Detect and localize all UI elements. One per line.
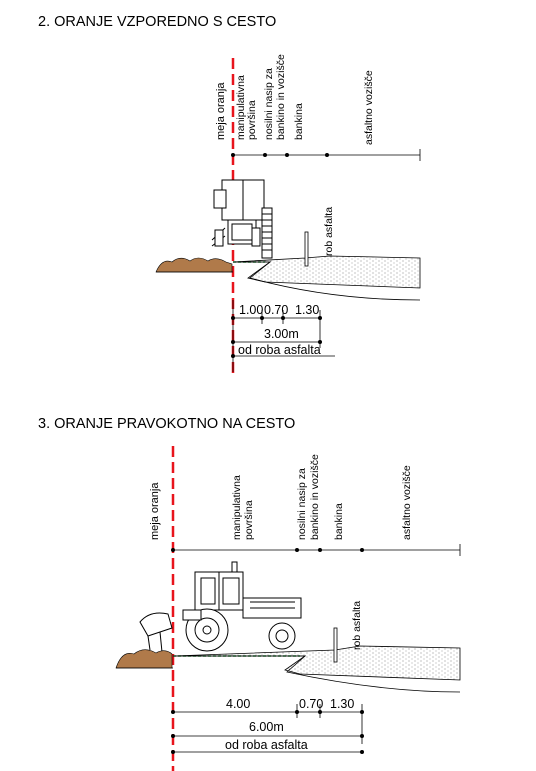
section3-label-shoulder: bankina [333, 503, 345, 540]
section2-plowed-soil [155, 257, 233, 273]
section3-label-embank-1: nosilni nasip za [296, 468, 308, 540]
section2-label-shoulder: bankina [293, 103, 305, 140]
section3-dim-2: 0.70 [299, 697, 323, 711]
section3-label-embank-2: bankino in vozišče [309, 454, 321, 540]
section3-dim-3: 1.30 [330, 697, 354, 711]
section3-dim-from: od roba asfalta [225, 738, 308, 752]
section2-dim-total: 3.00m [264, 327, 299, 341]
section2-diagram: meja oranja manipulativna površina nosil… [155, 54, 421, 378]
section2-dim-2: 0.70 [264, 303, 288, 317]
section2-tractor [211, 179, 273, 259]
section2-dim-from: od roba asfalta [238, 343, 321, 357]
section3-label-edge: rob asfalta [351, 601, 363, 650]
section3-label-road: asfaltno vozišče [401, 465, 413, 540]
section2-label-embank-2: bankino in vozišče [275, 54, 287, 140]
section2-label-embank-1: nosilni nasip za [263, 68, 275, 140]
section3-label-manip-2: površina [243, 500, 255, 540]
section3-label-boundary: meja oranja [149, 482, 161, 540]
section2-label-manip-2: površina [246, 100, 258, 140]
section3-edge-post [333, 627, 338, 663]
section2-label-edge: rob asfalta [323, 207, 335, 256]
section3-road-section [172, 645, 461, 681]
section2-edge-post [304, 231, 309, 267]
section3-plowed-soil [115, 649, 173, 669]
section3-tractor [182, 561, 302, 652]
section3-dim-1: 4.00 [226, 697, 250, 711]
section3-label-manip-1: manipulativna [231, 475, 243, 540]
section3-title: 3. ORANJE PRAVOKOTNO NA CESTO [38, 416, 296, 432]
section3-plow [139, 612, 173, 653]
section2-title: 2. ORANJE VZPOREDNO S CESTO [38, 14, 277, 30]
section3-dim-total: 6.00m [249, 720, 284, 734]
section3-diagram: meja oranja manipulativna površina nosil… [115, 446, 461, 771]
section2-label-boundary: meja oranja [215, 82, 227, 140]
section2-label-road: asfaltno vozišče [363, 70, 375, 145]
section2-dim-1: 1.00 [239, 303, 263, 317]
section2-label-manip-1: manipulativna [235, 75, 247, 140]
section2-dim-3: 1.30 [295, 303, 319, 317]
section2-road-section [232, 255, 421, 289]
